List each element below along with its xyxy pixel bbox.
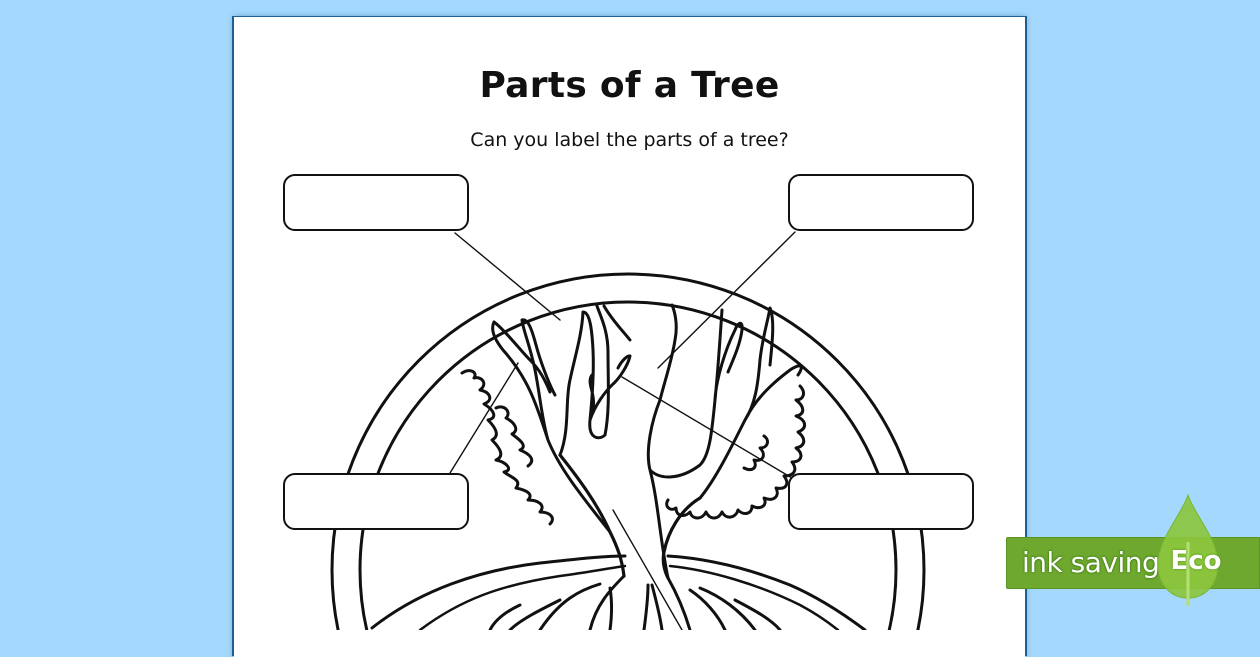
roots xyxy=(488,574,782,630)
tree-illustration xyxy=(330,231,926,630)
label-box-middle-right[interactable] xyxy=(788,473,974,530)
branches xyxy=(491,303,803,580)
ground-line-inner-left xyxy=(418,564,627,630)
worksheet-page: Parts of a Tree Can you label the parts … xyxy=(234,17,1025,657)
worksheet-instructions: Can you label the parts of a tree? xyxy=(470,129,789,151)
foliage-right xyxy=(665,384,806,520)
leader-lines xyxy=(449,231,796,630)
foliage-left-inner xyxy=(494,405,534,468)
foliage-left xyxy=(460,369,554,526)
ground-line-inner-right xyxy=(668,564,840,630)
leaf-icon xyxy=(1157,494,1219,606)
worksheet-title: Parts of a Tree xyxy=(479,65,780,106)
label-box-top-right[interactable] xyxy=(788,174,974,231)
outer-ring xyxy=(330,272,926,630)
inner-ring xyxy=(358,300,898,630)
ink-saving-eco-badge: ink saving Eco xyxy=(1006,494,1260,610)
label-box-top-left[interactable] xyxy=(283,174,469,231)
ink-saving-label: ink saving xyxy=(1022,546,1160,579)
label-box-middle-left[interactable] xyxy=(283,473,469,530)
ground-line-left xyxy=(370,554,627,630)
foliage-right-inner xyxy=(742,434,769,472)
ground-line-right xyxy=(666,554,867,630)
eco-label: Eco xyxy=(1170,546,1222,576)
